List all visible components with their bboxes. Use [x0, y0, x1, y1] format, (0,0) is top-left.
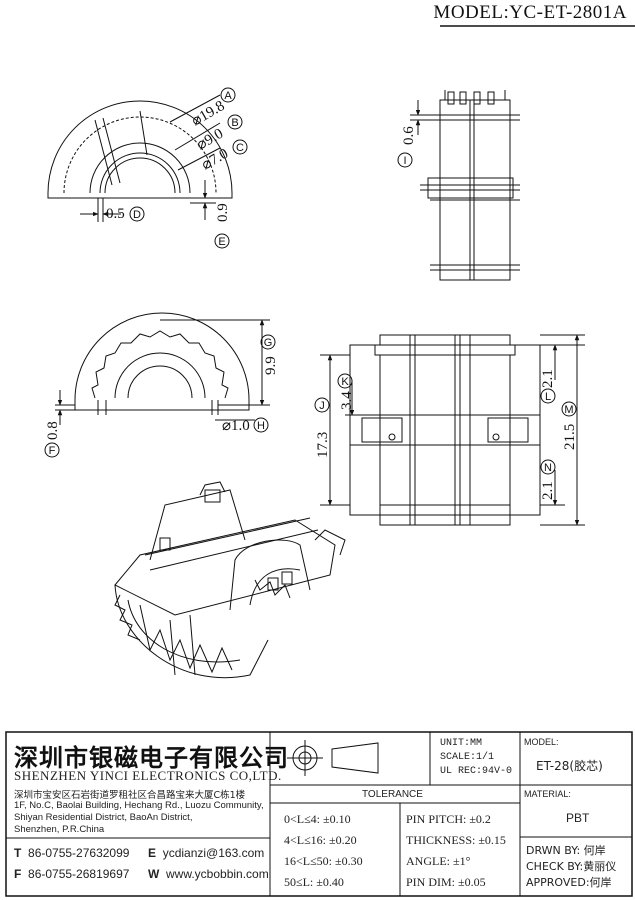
- dim-0-8: 0.8: [45, 421, 61, 440]
- svg-text:N: N: [544, 462, 552, 474]
- view-side-top: [410, 90, 520, 281]
- svg-text:I: I: [403, 155, 406, 167]
- svg-text:L: L: [545, 391, 551, 403]
- svg-text:A: A: [224, 90, 232, 102]
- callouts: A B C D E I G F H K J L M N: [44, 87, 577, 475]
- svg-text:E: E: [218, 236, 225, 248]
- svg-text:G: G: [264, 337, 273, 349]
- svg-text:B: B: [231, 117, 238, 129]
- company-name-en: SHENZHEN YINCI ELECTRONICS CO,LTD.: [14, 768, 282, 783]
- dim-0-9: 0.9: [215, 203, 231, 222]
- svg-text:C: C: [236, 142, 244, 154]
- fax-row: F 86-0755-26819697: [14, 867, 130, 881]
- material-value: PBT: [566, 811, 590, 825]
- material-label: MATERIAL:: [524, 789, 571, 799]
- dim-9-9: 9.9: [263, 356, 279, 375]
- svg-text:F: F: [49, 445, 56, 457]
- website-row: W www.ycbobbin.com: [148, 867, 269, 881]
- checked-by: CHECK BY:黄丽仪: [526, 860, 617, 873]
- drawn-by: DRWN BY: 何岸: [526, 844, 606, 857]
- svg-text:D: D: [133, 209, 141, 221]
- dim-21-5: 21.5: [562, 424, 578, 450]
- pin-dim: PIN DIM: ±0.05: [406, 875, 486, 889]
- view-gear-semicircle: [55, 312, 270, 425]
- approved-by: APPROVED:何岸: [526, 876, 612, 889]
- thickness: THICKNESS: ±0.15: [406, 833, 506, 847]
- model-label: MODEL:: [524, 737, 559, 747]
- address-en-2: Shiyan Residential District, BaoAn Distr…: [14, 812, 193, 823]
- title-block: [5, 731, 633, 897]
- ul-rec-label: UL REC:94V-0: [440, 766, 513, 777]
- unit-label: UNIT:MM: [440, 738, 483, 749]
- address-en-3: Shenzhen, P.R.China: [14, 824, 105, 835]
- email-row: E ycdianzi@163.com: [148, 846, 265, 860]
- tolerance-row-3: 16<L≤50: ±0.30: [284, 854, 363, 868]
- dim-19-8: ⌀19.8: [189, 98, 228, 129]
- scale-label: SCALE:1/1: [440, 752, 495, 763]
- pin-pitch: PIN PITCH: ±0.2: [406, 812, 491, 826]
- svg-text:J: J: [319, 400, 325, 412]
- company-name-cn: 深圳市银磁电子有限公司: [14, 744, 289, 772]
- view-top-semicircle: [47, 94, 233, 222]
- tolerance-row-4: 50≤L: ±0.40: [284, 875, 344, 889]
- model-title: MODEL:YC-ET-2801A: [433, 2, 627, 23]
- dim-0-5: 0.5: [106, 206, 125, 222]
- model-value: ET-28(胶芯): [536, 759, 603, 773]
- dim-17-3: 17.3: [315, 432, 331, 458]
- address-cn: 深圳市宝安区石岩街道罗租社区合昌路宝来大厦C栋1楼: [14, 790, 246, 801]
- address-en-1: 1F, No.C, Baolai Building, Hechang Rd., …: [14, 800, 264, 811]
- view-isometric-bobbin: [114, 481, 346, 679]
- tolerance-row-2: 4<L≤16: ±0.20: [284, 833, 357, 847]
- phone-row: T 86-0755-27632099: [14, 846, 130, 860]
- svg-text:K: K: [341, 376, 349, 388]
- angle: ANGLE: ±1°: [406, 854, 471, 868]
- dim-0-6: 0.6: [401, 126, 417, 145]
- svg-text:H: H: [257, 420, 265, 432]
- svg-text:M: M: [564, 404, 573, 416]
- dim-2-1-top: 2.1: [540, 369, 556, 388]
- dim-1-0: ⌀1.0: [222, 418, 250, 434]
- tolerance-title: TOLERANCE: [362, 789, 423, 800]
- view-front-bobbin: [320, 334, 585, 526]
- tolerance-row-1: 0<L≤4: ±0.10: [284, 812, 351, 826]
- dim-3-4: 3.4: [339, 391, 355, 410]
- dim-2-1-bottom: 2.1: [540, 481, 556, 500]
